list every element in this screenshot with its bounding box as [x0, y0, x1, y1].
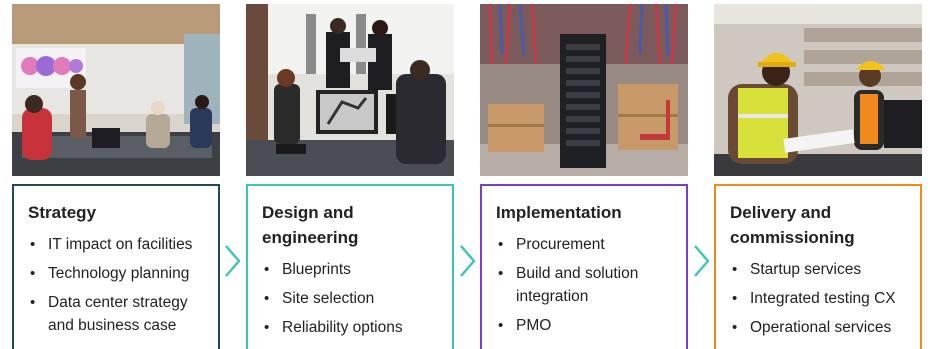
- chevron-right-icon: [457, 244, 477, 278]
- phase-strategy: Strategy IT impact on facilities Technol…: [12, 4, 220, 349]
- list-item: PMO: [496, 314, 678, 337]
- delivery-card: Delivery and commissioning Startup servi…: [714, 184, 922, 349]
- chevron-right-icon: [691, 244, 711, 278]
- list-item: Technology planning: [28, 262, 210, 285]
- list-item: IT impact on facilities: [28, 233, 210, 256]
- implementation-list: Procurement Build and solution integrati…: [496, 233, 678, 337]
- design-office-photo: [246, 4, 454, 176]
- list-item: Build and solution integration: [496, 262, 678, 308]
- strategy-list: IT impact on facilities Technology plann…: [28, 233, 210, 337]
- list-item: Data center strategy and business case: [28, 291, 210, 337]
- phase-implementation: Implementation Procurement Build and sol…: [480, 4, 688, 349]
- design-card: Design and engineering Blueprints Site s…: [246, 184, 454, 349]
- design-title: Design and engineering: [262, 203, 359, 247]
- list-item: Procurement: [496, 233, 678, 256]
- implementation-title: Implementation: [496, 203, 622, 222]
- strategy-meeting-photo: [12, 4, 220, 176]
- list-item: Blueprints: [262, 258, 444, 281]
- delivery-list: Startup services Integrated testing CX O…: [730, 258, 912, 339]
- chevron-right-icon: [222, 244, 242, 278]
- list-item: Reliability options: [262, 316, 444, 339]
- implementation-datacenter-photo: [480, 4, 688, 176]
- implementation-card: Implementation Procurement Build and sol…: [480, 184, 688, 349]
- strategy-card: Strategy IT impact on facilities Technol…: [12, 184, 220, 349]
- strategy-title: Strategy: [28, 203, 97, 222]
- list-item: Site selection: [262, 287, 444, 310]
- delivery-warehouse-photo: [714, 4, 922, 176]
- design-list: Blueprints Site selection Reliability op…: [262, 258, 444, 339]
- list-item: Operational services: [730, 316, 912, 339]
- phase-design: Design and engineering Blueprints Site s…: [246, 4, 454, 349]
- list-item: Startup services: [730, 258, 912, 281]
- list-item: Integrated testing CX: [730, 287, 912, 310]
- delivery-title: Delivery and commissioning: [730, 203, 855, 247]
- phase-delivery: Delivery and commissioning Startup servi…: [714, 4, 922, 349]
